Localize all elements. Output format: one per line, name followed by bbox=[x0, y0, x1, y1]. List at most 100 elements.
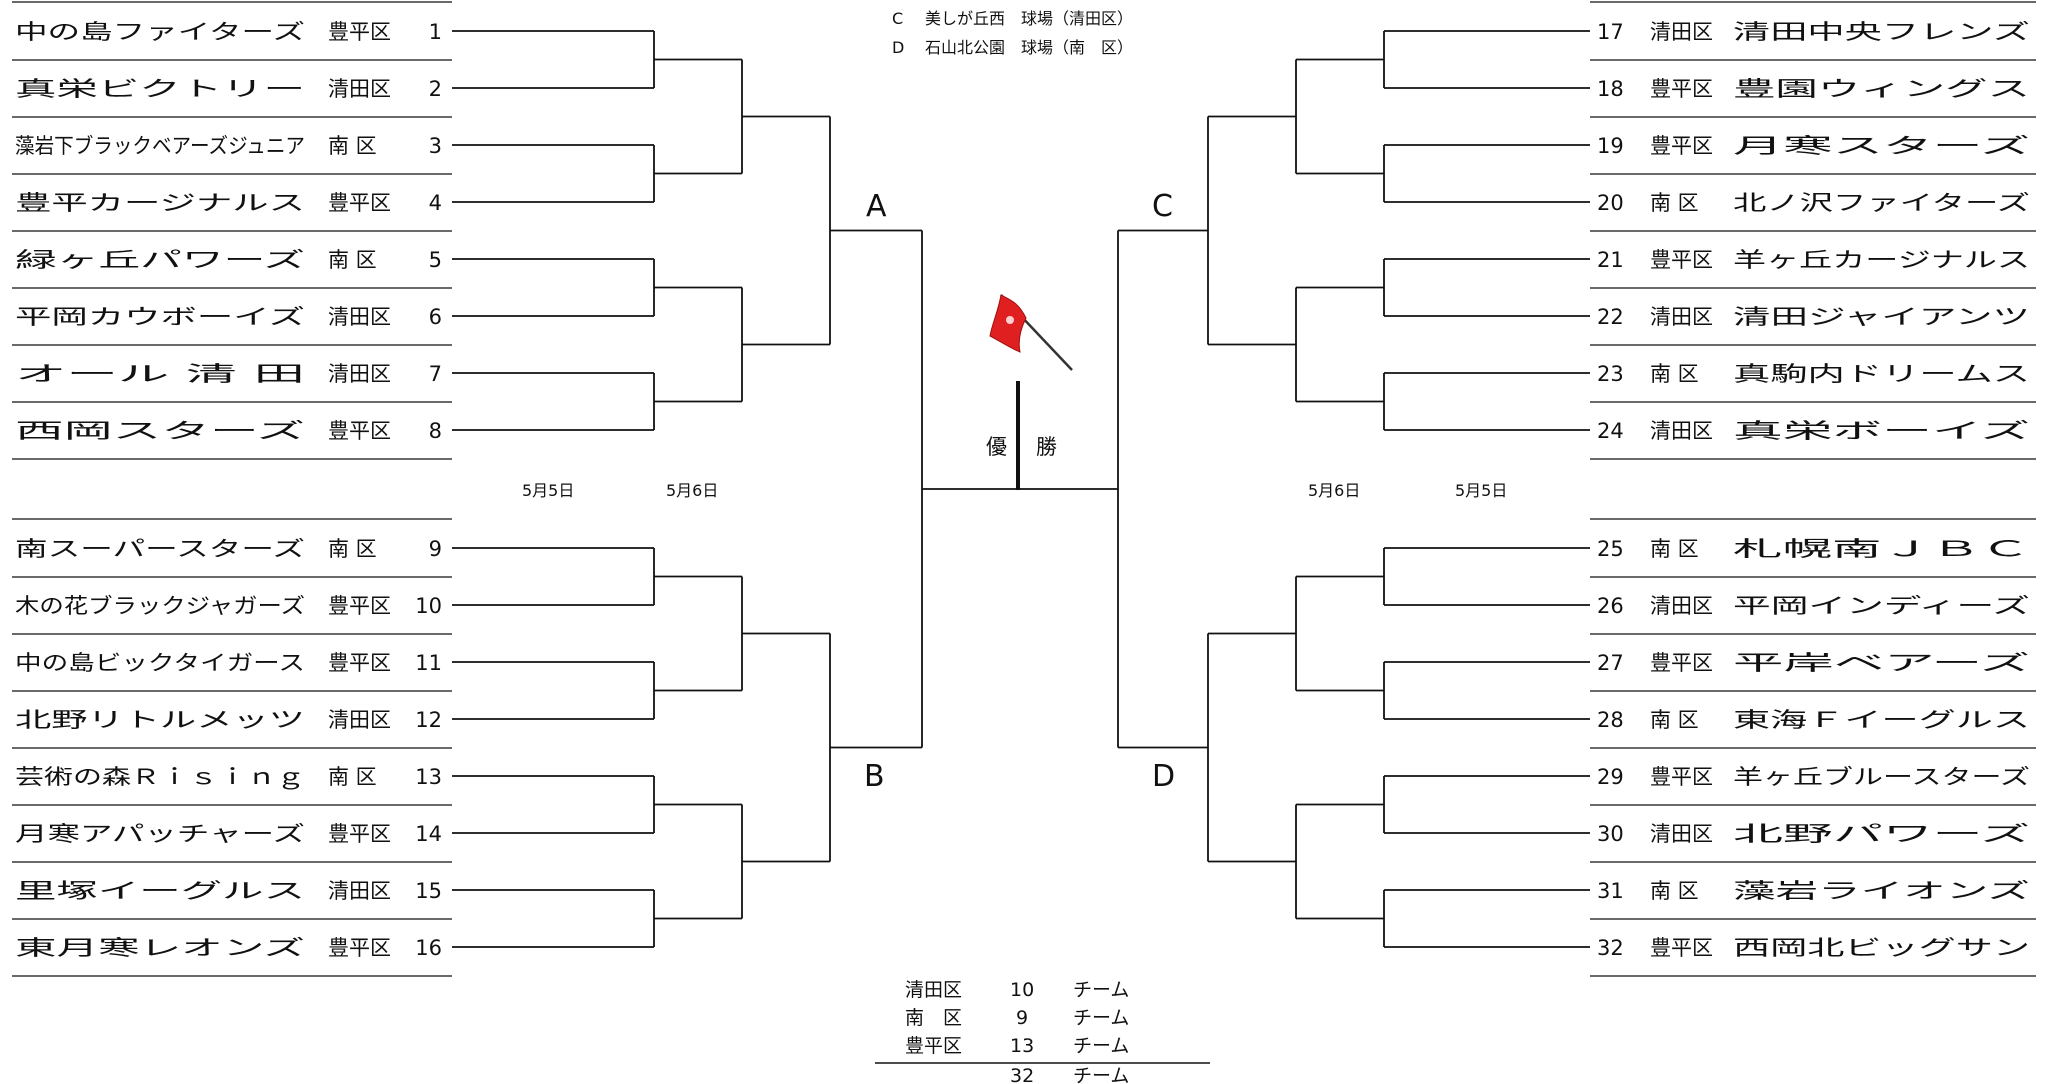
team-number-left: 1 bbox=[429, 20, 442, 44]
team-name-left: 豊平カージナルス bbox=[15, 191, 305, 215]
team-number-right: 26 bbox=[1597, 594, 1624, 618]
team-number-left: 15 bbox=[415, 879, 442, 903]
team-number-left: 11 bbox=[415, 651, 442, 675]
team-district-right: 豊平区 bbox=[1650, 936, 1713, 960]
summary-unit-3: チーム bbox=[1073, 1035, 1129, 1057]
team-number-right: 24 bbox=[1597, 419, 1624, 443]
team-district-right: 豊平区 bbox=[1650, 134, 1713, 158]
team-name-left: 芸術の森Ｒｉｓｉｎｇ bbox=[15, 765, 305, 789]
team-number-right: 32 bbox=[1597, 936, 1624, 960]
team-name-right: 月寒スターズ bbox=[1733, 134, 2030, 158]
team-number-right: 20 bbox=[1597, 191, 1624, 215]
team-number-right: 18 bbox=[1597, 77, 1624, 101]
team-name-left: 藻岩下ブラックベアーズジュニア bbox=[15, 134, 305, 158]
team-district-left: 清田区 bbox=[328, 879, 391, 903]
team-district-left: 豊平区 bbox=[328, 191, 391, 215]
team-district-right: 清田区 bbox=[1650, 20, 1713, 44]
summary-count-2: 9 bbox=[1016, 1007, 1028, 1029]
team-district-right: 豊平区 bbox=[1650, 651, 1713, 675]
summary-unit-1: チーム bbox=[1073, 979, 1129, 1001]
team-name-left: 北野リトルメッツ bbox=[15, 708, 305, 732]
date-left-round2: 5月6日 bbox=[666, 481, 718, 500]
block-label-b: B bbox=[864, 759, 885, 794]
team-number-left: 4 bbox=[429, 191, 442, 215]
team-name-left: 緑ヶ丘パワーズ bbox=[15, 248, 305, 272]
team-district-right: 豊平区 bbox=[1650, 248, 1713, 272]
block-label-d: D bbox=[1152, 759, 1175, 794]
team-district-left: 豊平区 bbox=[328, 822, 391, 846]
block-label-a: A bbox=[866, 189, 887, 224]
bracket-lines bbox=[12, 1, 2036, 977]
team-district-left: 豊平区 bbox=[328, 936, 391, 960]
team-district-right: 南 区 bbox=[1650, 708, 1699, 732]
team-number-left: 8 bbox=[429, 419, 442, 443]
team-number-right: 27 bbox=[1597, 651, 1624, 675]
team-number-left: 10 bbox=[415, 594, 442, 618]
team-name-right: 真駒内ドリームス bbox=[1733, 362, 2030, 386]
team-district-right: 南 区 bbox=[1650, 362, 1699, 386]
team-number-left: 7 bbox=[429, 362, 442, 386]
team-district-left: 豊平区 bbox=[328, 594, 391, 618]
team-district-left: 清田区 bbox=[328, 305, 391, 329]
team-district-left: 南 区 bbox=[328, 248, 377, 272]
team-district-right: 南 区 bbox=[1650, 537, 1699, 561]
team-name-right: 西岡北ビッグサン bbox=[1733, 936, 2030, 960]
team-district-right: 南 区 bbox=[1650, 191, 1699, 215]
team-number-right: 31 bbox=[1597, 879, 1624, 903]
block-label-c: C bbox=[1152, 189, 1173, 224]
team-district-left: 清田区 bbox=[328, 708, 391, 732]
team-name-right: 清田ジャイアンツ bbox=[1733, 305, 2030, 329]
team-district-left: 南 区 bbox=[328, 134, 377, 158]
team-district-left: 豊平区 bbox=[328, 651, 391, 675]
team-name-right: 北ノ沢ファイターズ bbox=[1733, 191, 2030, 215]
summary-unit-2: チーム bbox=[1073, 1007, 1129, 1029]
team-number-left: 16 bbox=[415, 936, 442, 960]
summary-total-count: 32 bbox=[1010, 1065, 1034, 1084]
team-district-right: 豊平区 bbox=[1650, 77, 1713, 101]
team-number-right: 21 bbox=[1597, 248, 1624, 272]
team-number-left: 6 bbox=[429, 305, 442, 329]
team-district-right: 南 区 bbox=[1650, 879, 1699, 903]
team-count-summary: 清田区 10 チーム 南 区 9 チーム 豊平区 13 チーム 32 チーム bbox=[875, 979, 1210, 1084]
team-name-left: オール 清 田 bbox=[15, 362, 305, 386]
team-name-right: 羊ヶ丘カージナルス bbox=[1733, 248, 2030, 272]
team-name-left: 西岡スターズ bbox=[15, 419, 305, 443]
team-number-left: 5 bbox=[429, 248, 442, 272]
team-name-right: 平岡インディーズ bbox=[1733, 594, 2030, 618]
team-name-left: 南スーパースターズ bbox=[15, 537, 305, 561]
team-name-left: 平岡カウボーイズ bbox=[15, 305, 305, 329]
team-number-right: 28 bbox=[1597, 708, 1624, 732]
summary-count-1: 10 bbox=[1010, 979, 1034, 1001]
red-flag-icon bbox=[989, 294, 1073, 371]
team-district-right: 清田区 bbox=[1650, 822, 1713, 846]
team-number-left: 3 bbox=[429, 134, 442, 158]
team-name-right: 東海Ｆイーグルス bbox=[1733, 708, 2030, 732]
team-name-left: 東月寒レオンズ bbox=[15, 936, 305, 960]
date-right-round2: 5月6日 bbox=[1308, 481, 1360, 500]
team-number-left: 9 bbox=[429, 537, 442, 561]
team-district-left: 豊平区 bbox=[328, 419, 391, 443]
team-number-right: 29 bbox=[1597, 765, 1624, 789]
team-name-right: 豊園ウィングス bbox=[1733, 77, 2030, 101]
team-district-right: 豊平区 bbox=[1650, 765, 1713, 789]
team-number-right: 19 bbox=[1597, 134, 1624, 158]
team-name-left: 里塚イーグルス bbox=[15, 879, 305, 903]
venue-legend: C 美しが丘西 球場（清田区） D 石山北公園 球場（南 区） bbox=[892, 9, 1133, 57]
team-name-right: 清田中央フレンズ bbox=[1733, 20, 2030, 44]
team-number-right: 23 bbox=[1597, 362, 1624, 386]
team-number-left: 13 bbox=[415, 765, 442, 789]
team-district-left: 南 区 bbox=[328, 765, 377, 789]
summary-district-3: 豊平区 bbox=[905, 1035, 962, 1057]
team-district-right: 清田区 bbox=[1650, 305, 1713, 329]
team-name-right: 藻岩ライオンズ bbox=[1733, 879, 2030, 903]
venue-d-text: 石山北公園 球場（南 区） bbox=[925, 38, 1133, 57]
team-name-left: 中の島ビックタイガース bbox=[15, 651, 305, 675]
summary-count-3: 13 bbox=[1010, 1035, 1034, 1057]
team-name-right: 北野パワーズ bbox=[1733, 822, 2030, 846]
team-district-left: 南 区 bbox=[328, 537, 377, 561]
venue-c-text: 美しが丘西 球場（清田区） bbox=[925, 9, 1133, 28]
team-district-left: 清田区 bbox=[328, 77, 391, 101]
team-name-left: 中の島ファイターズ bbox=[15, 20, 305, 44]
date-right-round1: 5月5日 bbox=[1455, 481, 1507, 500]
